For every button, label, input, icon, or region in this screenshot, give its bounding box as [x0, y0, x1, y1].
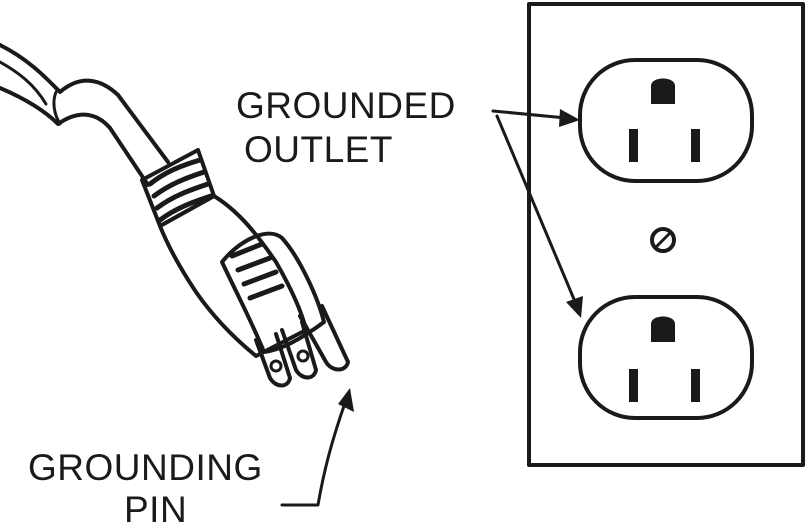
receptacle-bottom-slot-right [691, 369, 700, 402]
plug-face [220, 231, 326, 354]
receptacle-top-slot-left [629, 129, 638, 162]
grounding-pin-label-line2: PIN [124, 489, 187, 530]
grounded-outlet-callout: GROUNDED OUTLET [236, 85, 583, 318]
grounding-pin [298, 304, 350, 372]
receptacle-bottom [578, 295, 754, 420]
arrow-to-bottom-receptacle [495, 114, 578, 306]
receptacle-top [578, 58, 754, 183]
receptacle-bottom-ground-hole [651, 316, 675, 342]
grounded-outlet-label-line1: GROUNDED [236, 85, 456, 126]
receptacle-bottom-slot-left [629, 369, 638, 402]
arrow-to-top-receptacle [491, 109, 568, 120]
plug-blade-left [254, 332, 292, 388]
plug-blade-middle [280, 320, 318, 380]
plug [140, 148, 350, 388]
grounding-pin-arrow [280, 398, 348, 507]
grounding-pin-arrowhead [338, 388, 354, 412]
outlet-wall-plate [527, 2, 805, 467]
grounding-pin-callout: GROUNDING PIN [28, 388, 354, 530]
outlet [527, 2, 805, 467]
receptacle-top-ground-hole [651, 78, 675, 104]
grounding-pin-label-line1: GROUNDING [28, 447, 263, 488]
receptacle-top-slot-right [691, 129, 700, 162]
power-cord [0, 43, 170, 187]
center-screw [650, 227, 676, 253]
grounded-outlet-label-line2: OUTLET [244, 129, 393, 170]
